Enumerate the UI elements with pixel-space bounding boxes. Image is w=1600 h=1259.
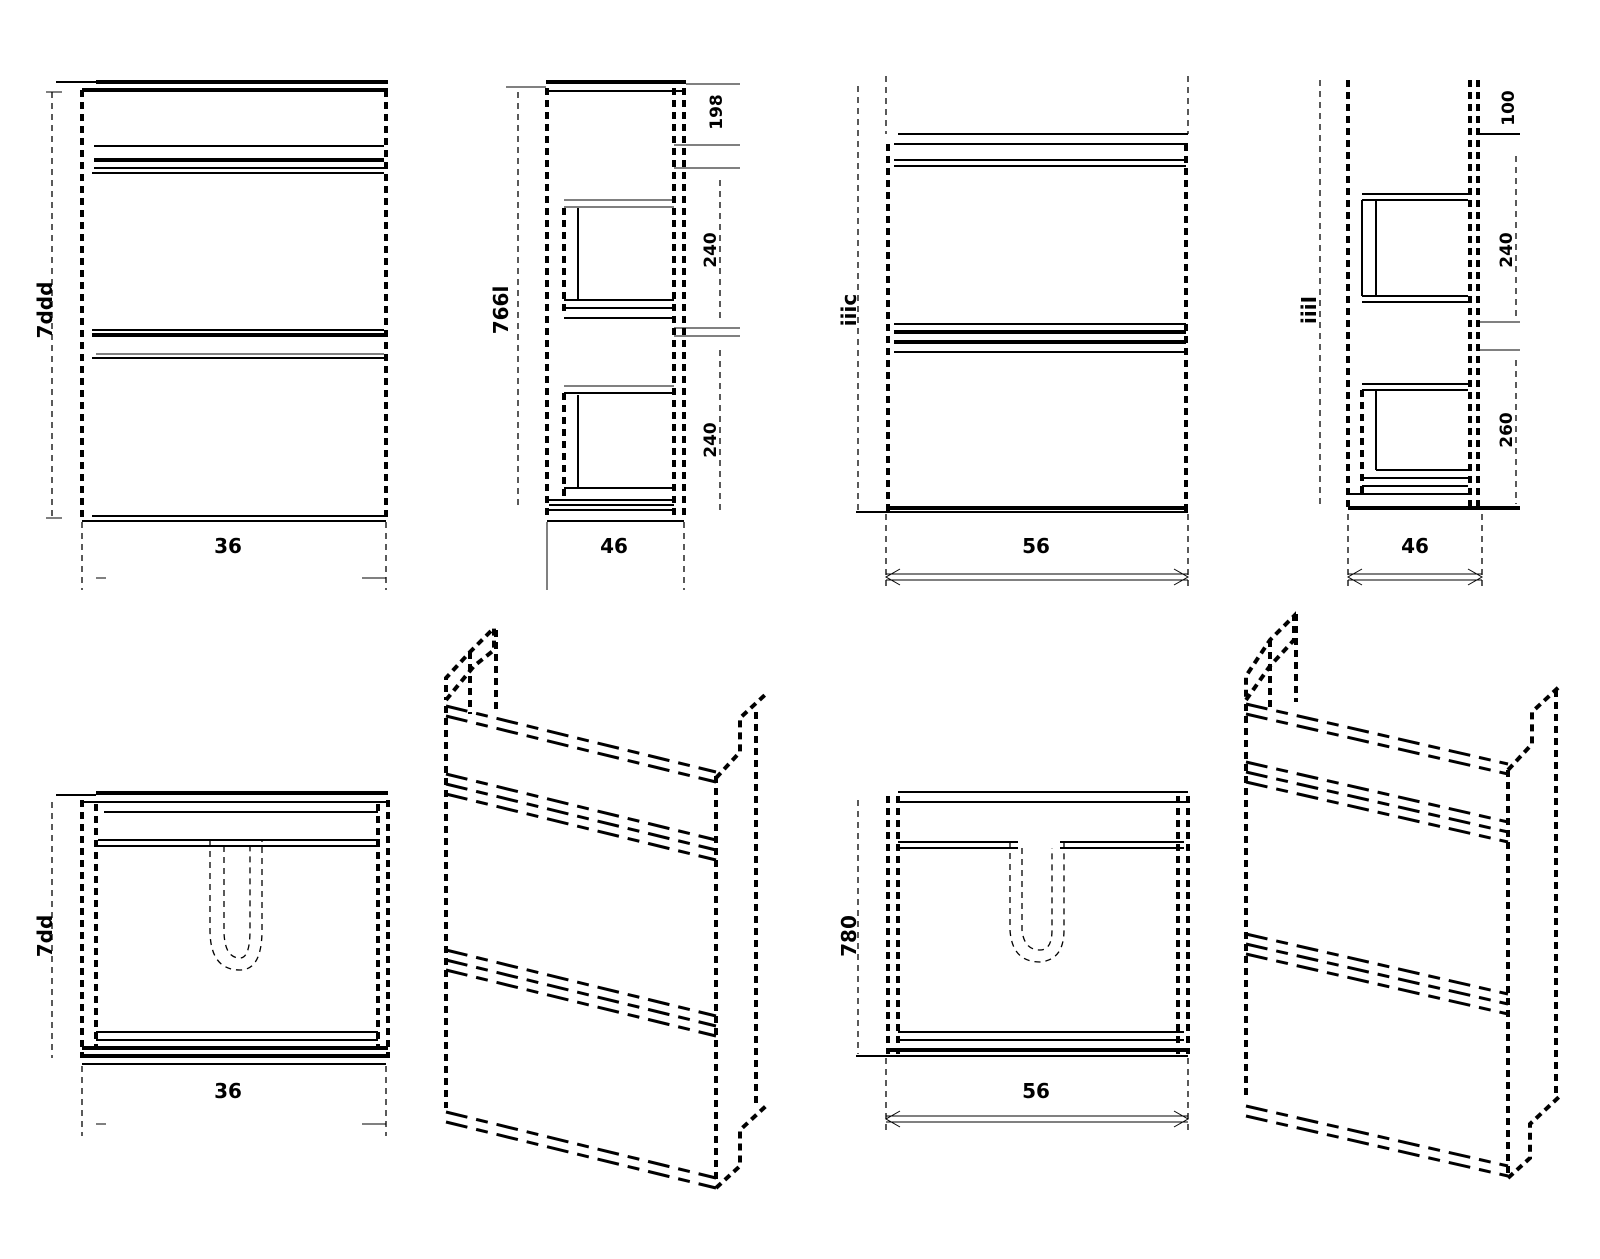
side-view-1 — [506, 80, 740, 590]
side-view-2-height-label: iiiI — [1297, 296, 1321, 324]
sink-front-view-1-height-label: 7dd — [33, 915, 57, 958]
front-view-1-width-label: 36 — [214, 534, 242, 558]
sink-front-view-2 — [856, 791, 1190, 1130]
sink-front-view-2-width-label: 56 — [1022, 1079, 1050, 1103]
isometric-cabinet-1 — [444, 623, 768, 1190]
side-view-1-height-label: 766l — [489, 286, 513, 335]
side-view-2-lower-drawer-label: 260 — [1497, 412, 1517, 448]
sink-front-view-1 — [51, 791, 390, 1136]
side-view-2-top-section-label: 100 — [1499, 90, 1519, 126]
isometric-cabinet-2 — [1244, 611, 1562, 1180]
side-view-1-top-section-label: 198 — [707, 94, 727, 130]
front-view-2-height-label: iiic — [837, 294, 861, 326]
sink-front-view-1-width-label: 36 — [214, 1079, 242, 1103]
front-view-1 — [46, 80, 388, 590]
side-view-2-upper-drawer-label: 240 — [1497, 232, 1517, 268]
front-view-2 — [856, 76, 1190, 588]
side-view-1-upper-drawer-label: 240 — [701, 232, 721, 268]
side-view-1-width-label: 46 — [600, 534, 628, 558]
side-view-2 — [1319, 80, 1520, 588]
front-view-1-height-label: 7ddd — [33, 282, 57, 339]
sink-front-view-2-height-label: 780 — [837, 915, 861, 957]
side-view-2-width-label: 46 — [1401, 534, 1429, 558]
side-view-1-lower-drawer-label: 240 — [701, 422, 721, 458]
front-view-2-width-label: 56 — [1022, 534, 1050, 558]
